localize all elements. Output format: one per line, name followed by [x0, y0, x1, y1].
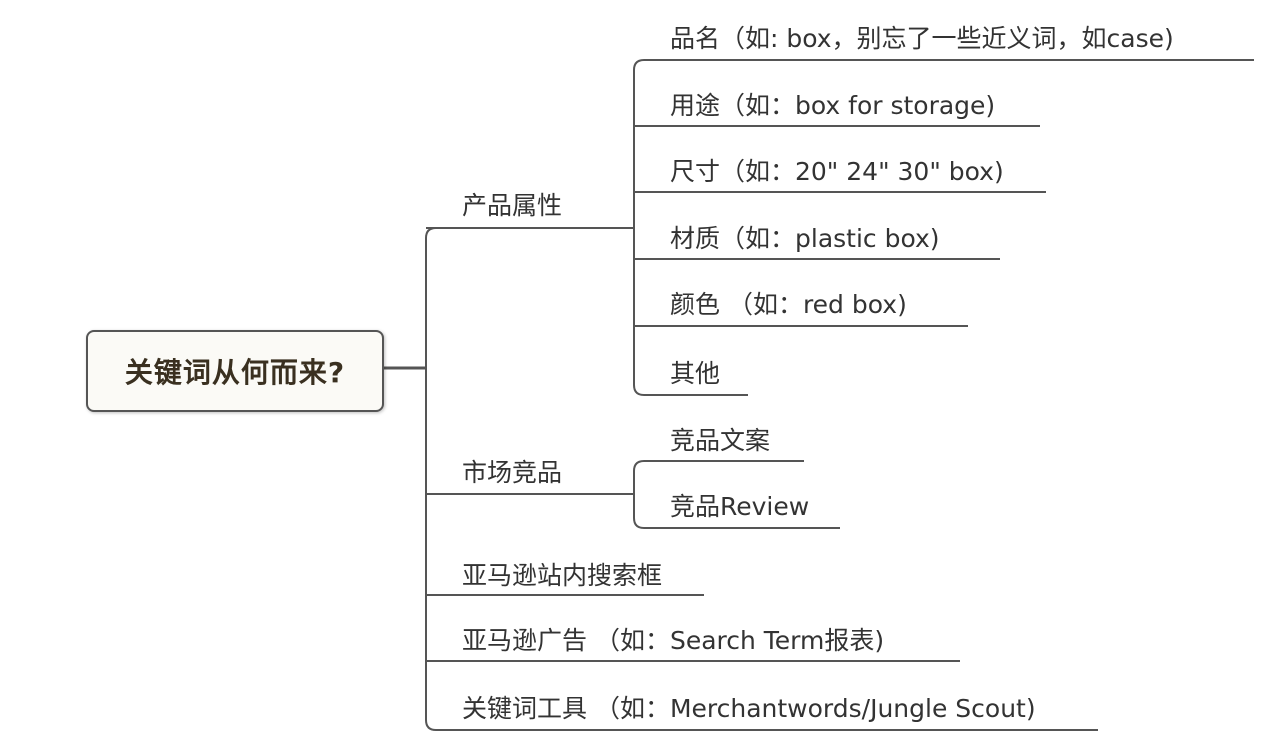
- branch-product-attributes[interactable]: 产品属性: [462, 191, 563, 220]
- leaf-competitor-review[interactable]: 竞品Review: [670, 492, 810, 521]
- branch-amazon-search-box[interactable]: 亚马逊站内搜索框: [462, 561, 663, 590]
- branch-keyword-tools[interactable]: 关键词工具 （如：Merchantwords/Jungle Scout): [462, 694, 1036, 723]
- leaf-size[interactable]: 尺寸（如：20" 24" 30" box): [670, 157, 1004, 186]
- leaf-material[interactable]: 材质（如：plastic box): [670, 224, 940, 253]
- sub-trunk-product-attributes: [633, 59, 645, 396]
- root-node[interactable]: 关键词从何而来?: [86, 330, 384, 412]
- leaf-competitor-copy[interactable]: 竞品文案: [670, 426, 771, 455]
- leaf-other[interactable]: 其他: [670, 359, 721, 388]
- branch-market-competitors[interactable]: 市场竞品: [462, 458, 563, 487]
- leaf-color[interactable]: 颜色 （如：red box): [670, 290, 907, 319]
- main-trunk: [425, 227, 437, 731]
- leaf-usage[interactable]: 用途（如：box for storage): [670, 91, 996, 120]
- root-label: 关键词从何而来?: [124, 356, 346, 389]
- leaf-product-name[interactable]: 品名（如: box，别忘了一些近义词，如case): [670, 24, 1174, 53]
- branch-amazon-ads[interactable]: 亚马逊广告 （如：Search Term报表): [462, 626, 885, 655]
- sub-trunk-market-competitors: [633, 460, 645, 529]
